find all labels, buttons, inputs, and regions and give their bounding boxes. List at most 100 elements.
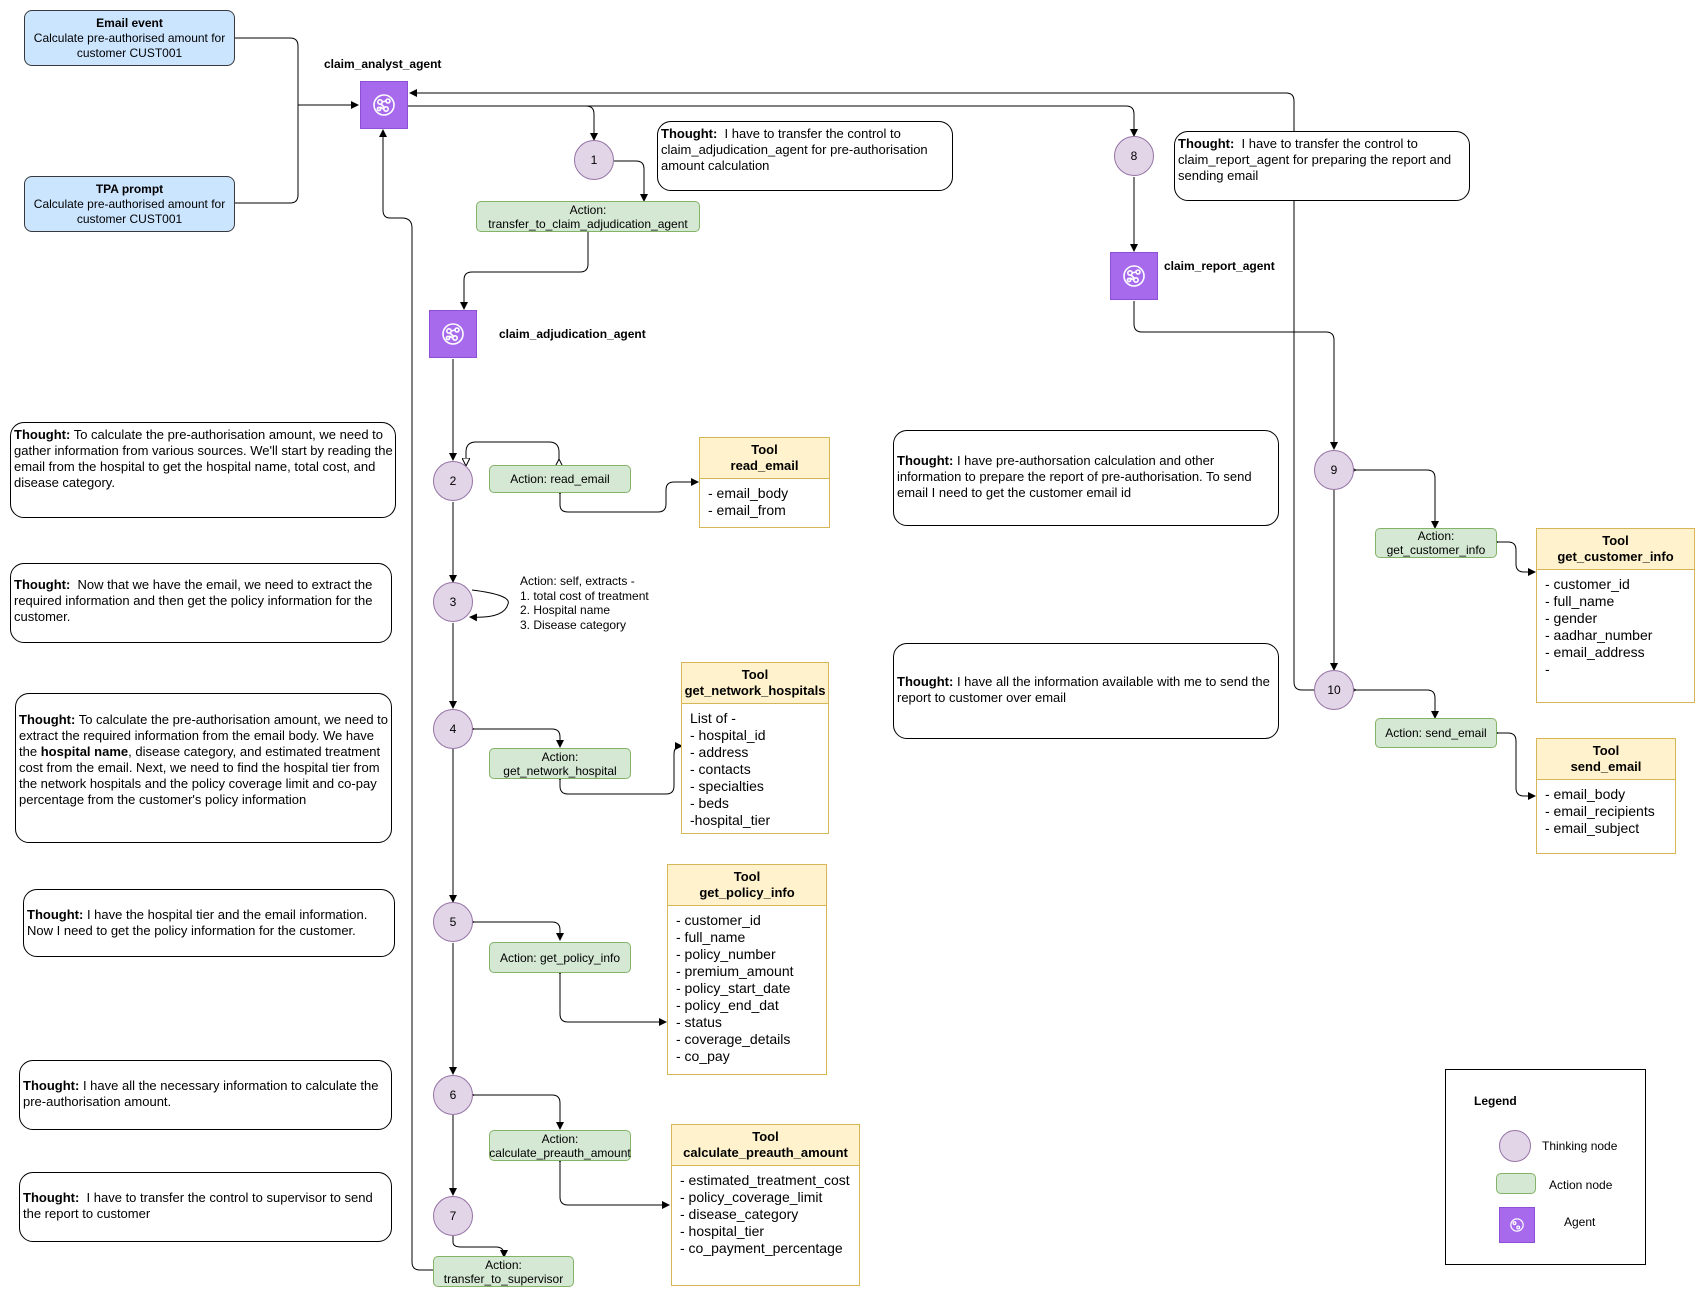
tool-params: List of - - hospital_id - address - cont… bbox=[682, 704, 828, 835]
tool-param: - email_body bbox=[1545, 786, 1626, 802]
tool-get-customer-info: Tool get_customer_info - customer_id - f… bbox=[1536, 528, 1695, 703]
thought-node-5: Thought: I have the hospital tier and th… bbox=[23, 889, 395, 957]
thought-label: Thought: bbox=[19, 712, 76, 727]
thought-text: , disease category, and estimated treatm… bbox=[19, 744, 381, 807]
tool-param: - co_pay bbox=[676, 1048, 730, 1064]
thought-label: Thought: bbox=[897, 674, 954, 689]
thought-label: Thought: bbox=[14, 427, 71, 442]
self-action-title: Action: self, extracts - bbox=[520, 574, 635, 588]
thought-node-2: Thought: To calculate the pre-authorisat… bbox=[10, 422, 396, 518]
tool-param: - email_subject bbox=[1545, 820, 1640, 836]
thinking-node-1: 1 bbox=[574, 140, 614, 180]
tool-param: - premium_amount bbox=[676, 963, 794, 979]
thinking-node-9: 9 bbox=[1314, 450, 1354, 490]
tool-param: - customer_id bbox=[1545, 576, 1630, 592]
thought-text: To calculate the pre-authorisation amoun… bbox=[14, 427, 393, 490]
agent-brain-icon bbox=[442, 323, 464, 345]
tool-param: - policy_number bbox=[676, 946, 776, 962]
tool-header: Tool send_email bbox=[1537, 739, 1675, 780]
claim-adjudication-agent bbox=[429, 310, 477, 358]
agent-brain-icon bbox=[1510, 1218, 1524, 1232]
tool-param: - co_payment_percentage bbox=[680, 1240, 843, 1256]
tpa-prompt-title: TPA prompt bbox=[95, 181, 164, 196]
tool-name: send_email bbox=[1570, 759, 1642, 774]
thought-text: I have pre-authorsation calculation and … bbox=[897, 453, 1252, 500]
thinking-node-3: 3 bbox=[433, 582, 473, 622]
thought-label: Thought: bbox=[661, 126, 718, 141]
tool-read-email: Tool read_email - email_body - email_fro… bbox=[699, 437, 830, 528]
thinking-node-4: 4 bbox=[433, 709, 473, 749]
thought-node-9: Thought: I have pre-authorsation calcula… bbox=[893, 430, 1279, 526]
agent-brain-icon bbox=[1123, 265, 1145, 287]
action-get-policy-info: Action: get_policy_info bbox=[489, 942, 631, 973]
tool-get-policy-info: Tool get_policy_info - customer_id - ful… bbox=[667, 864, 827, 1075]
tool-param: - policy_coverage_limit bbox=[680, 1189, 823, 1205]
tool-name: get_network_hospitals bbox=[684, 683, 826, 698]
thought-label: Thought: bbox=[1178, 136, 1235, 151]
action-transfer-to-supervisor: Action: transfer_to_supervisor bbox=[433, 1256, 574, 1287]
tool-param: - email_from bbox=[708, 502, 786, 518]
tpa-prompt-text: Calculate pre-authorised amount for cust… bbox=[33, 196, 226, 226]
tool-send-email: Tool send_email - email_body - email_rec… bbox=[1536, 738, 1676, 854]
tool-param: - bbox=[1545, 661, 1550, 677]
legend-action-label: Action node bbox=[1549, 1178, 1613, 1192]
thought-label: Thought: bbox=[897, 453, 954, 468]
legend-agent-swatch bbox=[1499, 1207, 1535, 1243]
legend-thinking-swatch bbox=[1499, 1130, 1531, 1162]
tool-param: -hospital_tier bbox=[690, 812, 771, 828]
tool-get-network-hospitals: Tool get_network_hospitals List of - - h… bbox=[681, 662, 829, 834]
thought-text: I have all the necessary information to … bbox=[23, 1078, 379, 1109]
thought-text: I have all the information available wit… bbox=[897, 674, 1270, 705]
tool-kind: Tool bbox=[752, 1129, 779, 1144]
tool-param: - full_name bbox=[1545, 593, 1615, 609]
action-get-customer-info: Action: get_customer_info bbox=[1375, 528, 1497, 558]
tool-name: get_customer_info bbox=[1557, 549, 1674, 564]
claim-adjudication-agent-label: claim_adjudication_agent bbox=[499, 327, 646, 341]
thought-node-1: Thought: I have to transfer the control … bbox=[657, 121, 953, 191]
thought-label: Thought: bbox=[14, 577, 71, 592]
claim-report-agent bbox=[1110, 252, 1158, 300]
tool-param: - disease_category bbox=[680, 1206, 799, 1222]
thought-text: I have to transfer the control to claim_… bbox=[661, 126, 928, 173]
thinking-node-10: 10 bbox=[1314, 670, 1354, 710]
claim-report-agent-label: claim_report_agent bbox=[1164, 259, 1275, 273]
tool-name: read_email bbox=[730, 458, 799, 473]
thought-node-7: Thought: I have to transfer the control … bbox=[19, 1172, 392, 1242]
tool-param: - gender bbox=[1545, 610, 1598, 626]
thought-text: To calculate the pre-authorisation amoun… bbox=[19, 712, 389, 759]
email-event-box: Email event Calculate pre-authorised amo… bbox=[24, 10, 235, 66]
thinking-node-7: 7 bbox=[433, 1196, 473, 1236]
tool-param: - customer_id bbox=[676, 912, 761, 928]
action-transfer-to-claim-adjudication-agent: Action: transfer_to_claim_adjudication_a… bbox=[476, 201, 700, 232]
tool-param: - email_body bbox=[708, 485, 789, 501]
tool-param: - contacts bbox=[690, 761, 751, 777]
tpa-prompt-box: TPA prompt Calculate pre-authorised amou… bbox=[24, 176, 235, 232]
self-action-item: 2. Hospital name bbox=[520, 603, 611, 617]
action-get-network-hospital: Action: get_network_hospital bbox=[489, 748, 631, 779]
tool-param: - hospital_tier bbox=[680, 1223, 765, 1239]
tool-header: Tool get_policy_info bbox=[668, 865, 826, 906]
tool-params: - email_body - email_from bbox=[700, 479, 829, 525]
tool-param: - hospital_id bbox=[690, 727, 766, 743]
tool-name: get_policy_info bbox=[699, 885, 795, 900]
action-calculate-preauth-amount: Action: calculate_preauth_amount bbox=[489, 1130, 631, 1161]
tool-param: List of - bbox=[690, 710, 736, 726]
tool-kind: Tool bbox=[1602, 533, 1629, 548]
tool-header: Tool get_customer_info bbox=[1537, 529, 1694, 570]
tool-param: - policy_end_dat bbox=[676, 997, 779, 1013]
self-action-item: 3. Disease category bbox=[520, 617, 627, 632]
thought-text: I have the hospital tier and the email i… bbox=[27, 907, 368, 938]
thought-label: Thought: bbox=[23, 1190, 80, 1205]
agent-brain-icon bbox=[373, 94, 395, 116]
tool-param: - beds bbox=[690, 795, 729, 811]
legend: Legend Thinking node Action node Agent bbox=[1445, 1069, 1646, 1265]
thought-node-6: Thought: I have all the necessary inform… bbox=[19, 1060, 392, 1130]
email-event-text: Calculate pre-authorised amount for cust… bbox=[33, 30, 226, 60]
thinking-node-6: 6 bbox=[433, 1075, 473, 1115]
legend-thinking-label: Thinking node bbox=[1542, 1139, 1618, 1153]
tool-param: - estimated_treatment_cost bbox=[680, 1172, 850, 1188]
action-read-email: Action: read_email bbox=[489, 465, 631, 493]
thinking-node-8: 8 bbox=[1114, 136, 1154, 176]
self-action-item: 1. total cost of treatment bbox=[520, 588, 649, 603]
thought-bold-text: hospital name bbox=[40, 744, 129, 759]
